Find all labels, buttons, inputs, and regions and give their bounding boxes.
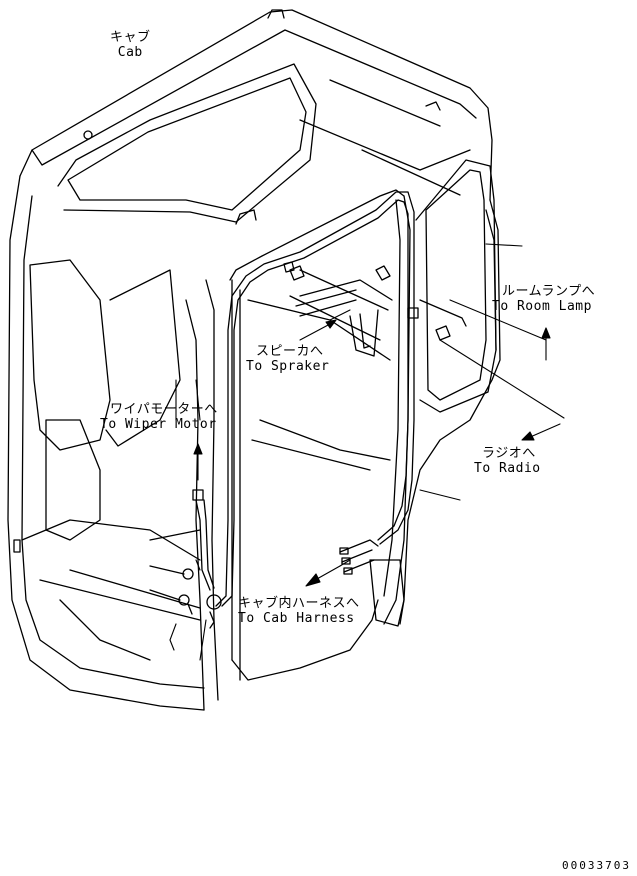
label-cab: キャブ Cab bbox=[110, 30, 151, 60]
room-lamp-leader bbox=[485, 243, 523, 247]
speaker-arrowhead bbox=[325, 319, 337, 329]
label-cab-harness-en: To Cab Harness bbox=[238, 611, 355, 626]
room-lamp-leader-2 bbox=[449, 299, 547, 341]
label-cab-harness-jp: キャブ内ハーネスへ bbox=[238, 596, 360, 611]
label-speaker-jp: スピーカへ bbox=[256, 344, 324, 359]
radio-leader-3 bbox=[419, 489, 461, 501]
radio-leader bbox=[439, 339, 565, 419]
label-speaker: スピーカへ To Spraker bbox=[246, 344, 329, 374]
label-room-lamp-jp: ルームランプへ bbox=[502, 284, 596, 299]
radio-leader-2 bbox=[527, 423, 561, 439]
cab-outline bbox=[7, 9, 501, 711]
label-radio-en: To Radio bbox=[474, 461, 541, 476]
label-room-lamp: ルームランプへ To Room Lamp bbox=[492, 284, 595, 314]
label-cab-jp: キャブ bbox=[110, 30, 151, 45]
room-lamp-arrowhead bbox=[541, 327, 551, 339]
label-cab-en: Cab bbox=[117, 45, 143, 60]
cab-harness-leader bbox=[339, 559, 351, 567]
label-cab-harness: キャブ内ハーネスへ To Cab Harness bbox=[238, 596, 360, 626]
wiper-arrowhead bbox=[193, 443, 203, 455]
label-room-lamp-en: To Room Lamp bbox=[492, 299, 592, 314]
label-radio-jp: ラジオへ bbox=[482, 446, 536, 461]
label-wiper-motor-jp: ワイパモーターへ bbox=[110, 402, 218, 417]
radio-arrowhead bbox=[521, 431, 535, 441]
part-number: 00033703 bbox=[562, 859, 631, 872]
harness-wiring bbox=[149, 191, 467, 629]
wiper-leader-2 bbox=[195, 379, 201, 421]
cab-harness-arrowhead bbox=[305, 573, 321, 587]
leader-lines bbox=[169, 243, 565, 661]
label-wiper-motor: ワイパモーターへ To Wiper Motor bbox=[100, 402, 218, 432]
label-wiper-motor-en: To Wiper Motor bbox=[100, 417, 217, 432]
label-speaker-en: To Spraker bbox=[246, 359, 330, 374]
label-radio: ラジオへ To Radio bbox=[474, 446, 541, 476]
wiper-leader-3 bbox=[195, 559, 201, 571]
speaker-leader-ext bbox=[329, 309, 351, 321]
speaker-arrow-line bbox=[299, 323, 331, 341]
